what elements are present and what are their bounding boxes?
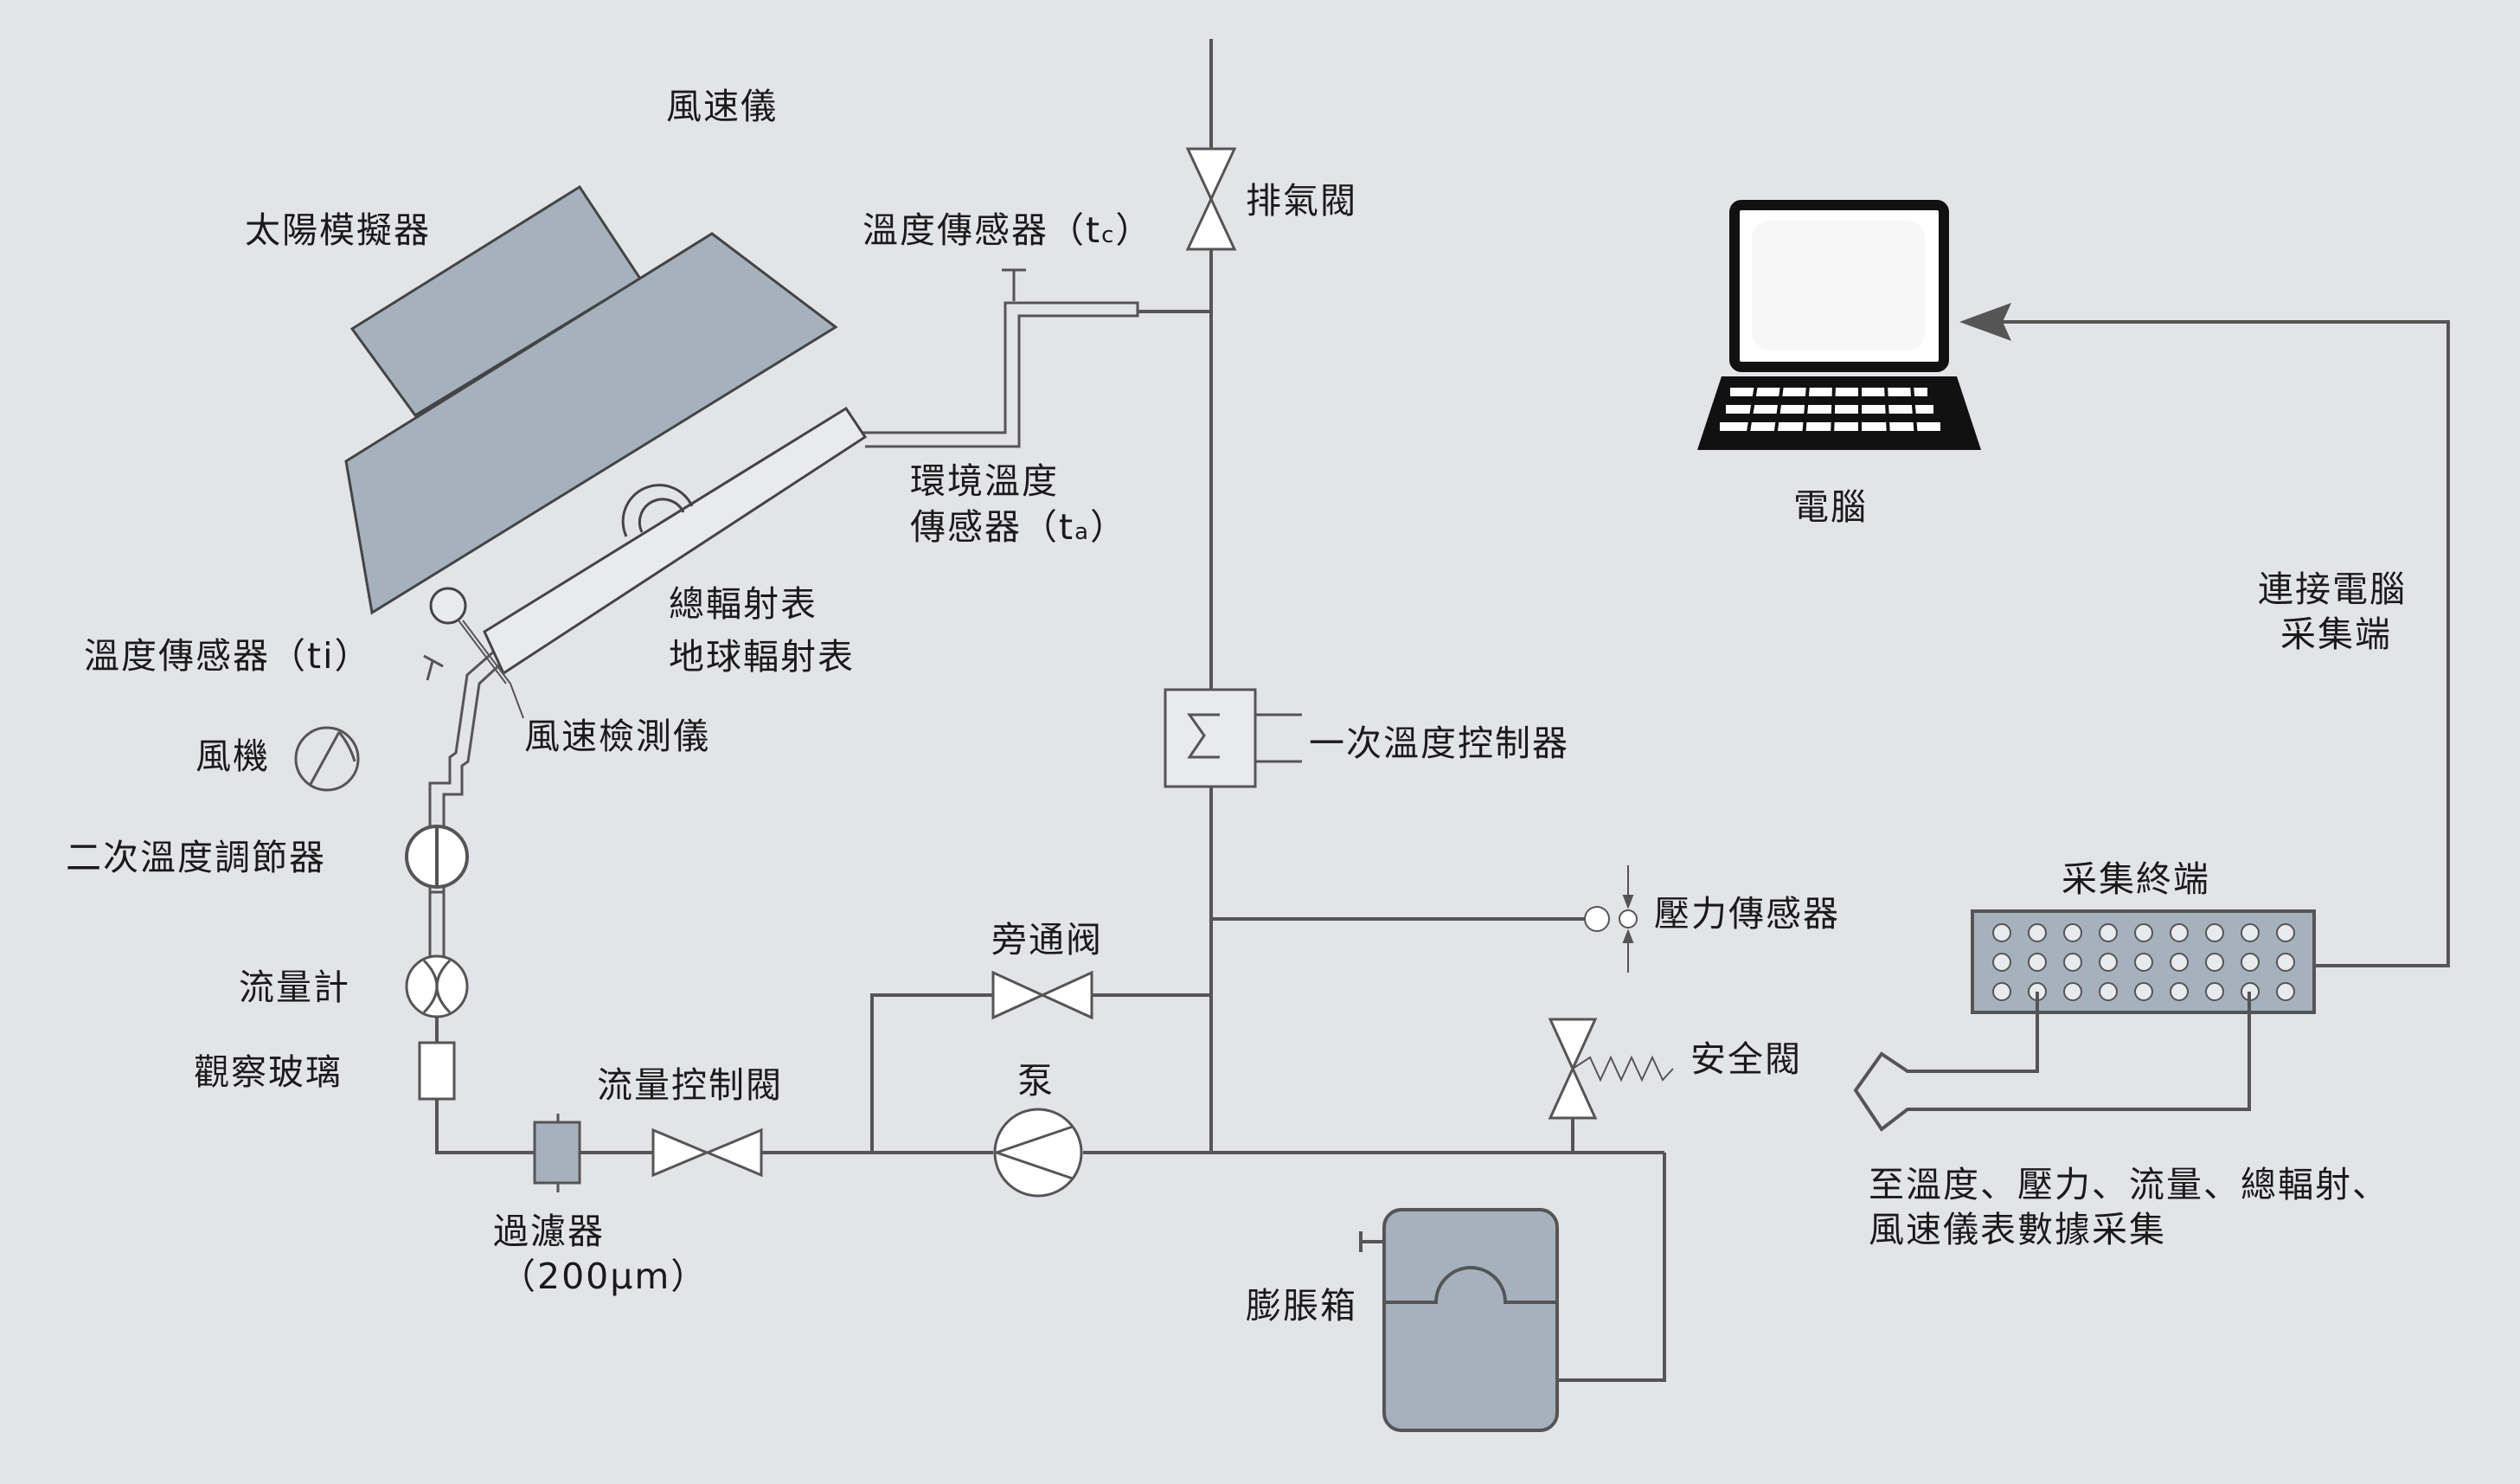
exhaust-valve-label: 排氣閥 <box>1246 180 1357 222</box>
anemometer-label: 風速儀 <box>666 86 778 127</box>
collector-panel <box>483 406 868 676</box>
pyranometer-label: 總輻射表 <box>669 583 818 625</box>
solar-simulator-label: 太陽模擬器 <box>245 209 431 251</box>
sight-glass-icon <box>418 1041 456 1101</box>
pc-link-label-line2: 采集端 <box>2280 614 2392 655</box>
bypass-valve-label: 旁通阀 <box>991 919 1103 960</box>
secondary-regulator-icon <box>405 825 469 889</box>
filter-left-pipe <box>435 1099 535 1154</box>
sight-glass-label: 觀察玻璃 <box>194 1051 343 1093</box>
pump-icon <box>992 1108 1083 1198</box>
bypass-pipe-left <box>870 993 993 1153</box>
pyranometer <box>621 484 694 537</box>
daq-output-arrow <box>1853 992 2251 1132</box>
daq-terminal-label: 采集終端 <box>2062 858 2210 900</box>
expansion-pipe <box>1557 1153 1666 1382</box>
primary-controller-label: 一次溫度控制器 <box>1309 723 1569 764</box>
filter-icon <box>533 1114 581 1192</box>
wind-detector <box>429 587 467 625</box>
safety-valve-icon <box>1548 1018 1674 1120</box>
expansion-tank-label: 膨脹箱 <box>1246 1285 1357 1327</box>
pc-link-cable <box>1979 320 2450 967</box>
solar-simulator <box>344 184 868 676</box>
computer-icon <box>1697 200 1981 450</box>
pressure-sensor-label: 壓力傳感器 <box>1654 893 1840 935</box>
fan-label: 風機 <box>196 736 270 777</box>
safety-valve-label: 安全閥 <box>1690 1038 1802 1080</box>
filter-spec-label: （200μm） <box>500 1256 709 1297</box>
daq-targets-label-line1: 至溫度、壓力、流量、總輻射、 <box>1869 1164 2389 1205</box>
temp-sensor-tc-label: 溫度傳感器（tc） <box>862 209 1153 251</box>
flow-control-valve-icon <box>651 1127 763 1178</box>
bypass-valve-icon <box>991 970 1093 1020</box>
primary-controller-icon <box>1164 688 1302 788</box>
pc-link-arrow <box>1959 303 2011 341</box>
flow-meter-icon <box>405 954 469 1018</box>
computer-label: 電腦 <box>1793 486 1868 528</box>
pressure-sensor-icon <box>1584 865 1638 973</box>
temp-sensor-ti-label: 溫度傳感器（ti） <box>84 635 372 677</box>
daq-targets-label-line2: 風速儀表數據采集 <box>1869 1209 2166 1250</box>
ambient-sensor-label-line1: 環境溫度 <box>910 460 1059 502</box>
fan-icon <box>294 726 360 792</box>
pyrgeometer-label: 地球輻射表 <box>669 636 855 678</box>
secondary-regulator-label: 二次溫度調節器 <box>66 837 326 878</box>
expansion-tank-icon <box>1359 1208 1559 1432</box>
flow-control-valve-label: 流量控制閥 <box>597 1064 783 1106</box>
daq-terminal-icon <box>1971 909 2316 1014</box>
wind-detector-label: 風速檢測儀 <box>524 716 710 757</box>
pc-link-label-line1: 連接電腦 <box>2258 569 2407 610</box>
ambient-sensor-label-line2: 傳感器（ta） <box>910 506 1128 548</box>
pump-label: 泵 <box>1017 1060 1055 1102</box>
filter-label: 過濾器 <box>493 1211 605 1252</box>
exhaust-valve-icon <box>1185 147 1237 251</box>
flow-meter-label: 流量計 <box>239 967 350 1008</box>
